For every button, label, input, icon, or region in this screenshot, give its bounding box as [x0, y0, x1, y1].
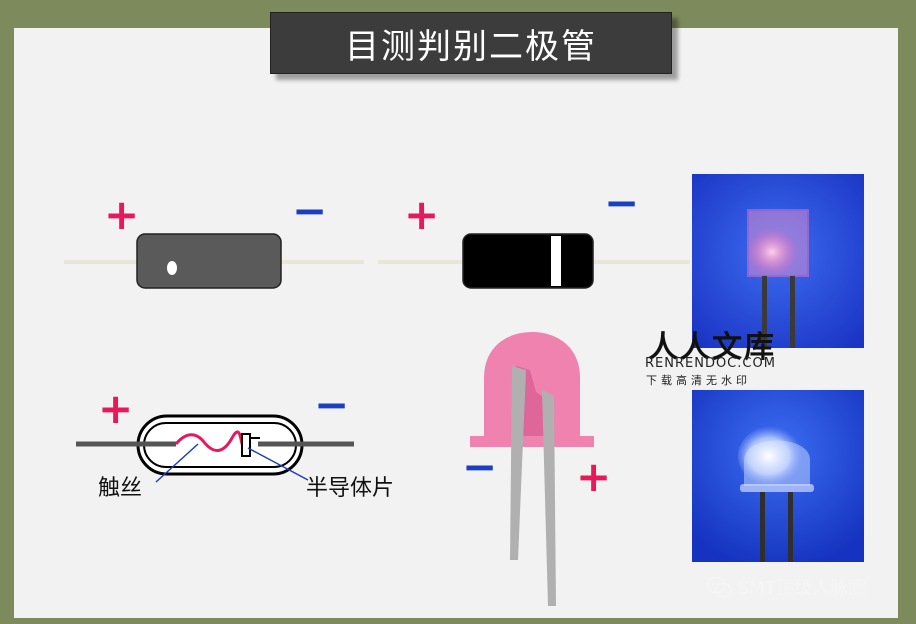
wechat-icon: [706, 576, 732, 598]
whisker-label: 触丝: [98, 470, 142, 502]
slide-title: 目测判别二极管: [270, 12, 672, 74]
watermark-site: RENRENDOC.COM: [645, 356, 776, 371]
watermark-note: 下载高清无水印: [646, 372, 751, 388]
round-led-photo: [692, 390, 864, 562]
wechat-account-name: SMT顶级人脉圈: [738, 574, 866, 600]
led-drawing: [466, 330, 598, 610]
diode-dot-marked: [60, 228, 370, 294]
semiconductor-label: 半导体片: [306, 470, 394, 502]
wechat-account: SMT顶级人脉圈: [706, 574, 866, 600]
minus-sign-diode-2: −: [604, 182, 639, 224]
minus-sign-diode-1: −: [292, 190, 327, 232]
diode-band-marked: [374, 228, 694, 294]
